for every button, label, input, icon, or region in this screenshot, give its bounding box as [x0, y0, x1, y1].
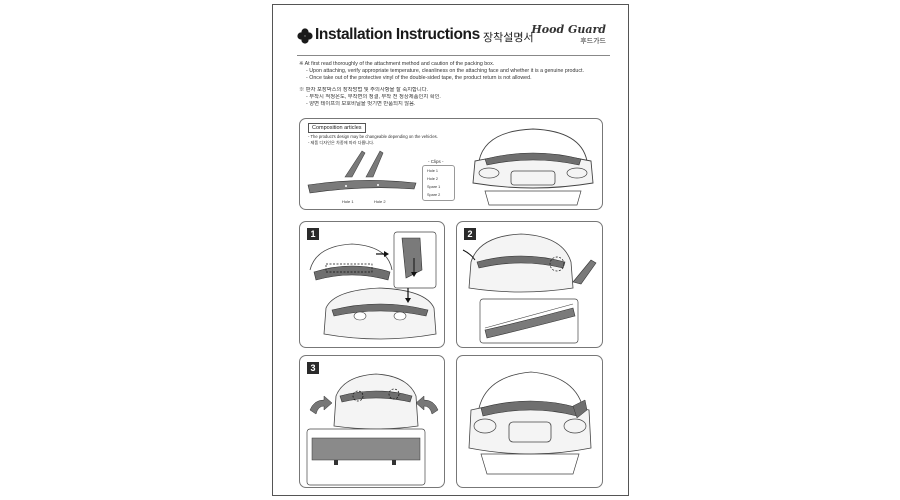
composition-panel: Composition articles - The product's des…: [299, 118, 603, 210]
note-ko-lead: ※ 판자 포장박스의 장착방법 및 주의사항을 잘 숙지합니다.: [299, 86, 429, 93]
step-number-badge: 3: [307, 362, 319, 374]
note-en-item: - Upon attaching, verify appropriate tem…: [306, 68, 584, 75]
step-3-car-illustration: [309, 373, 439, 430]
step-1-car-press-illustration: [323, 287, 437, 340]
final-result-panel: [456, 355, 603, 488]
page-title-korean: 장착설명서: [483, 32, 534, 44]
instruction-sheet: Installation Instructions 장착설명서 Hood Gua…: [272, 4, 629, 496]
brand-logo: Hood Guard: [531, 23, 606, 36]
final-car-illustration: [468, 371, 592, 475]
note-ko-item: - 부착시 적정온도, 부착면의 청결, 부착 전 정상제품인지 확인.: [306, 93, 441, 100]
step-number-badge: 2: [464, 228, 476, 240]
step-1-clip-detail-illustration: [393, 231, 437, 289]
hole-label: Hole 2: [374, 199, 386, 204]
clip-item: Hole 1: [427, 169, 438, 173]
step-1-panel: 1: [299, 221, 445, 348]
step-2-side-guard-illustration: [572, 259, 597, 285]
step-1-hood-clips-illustration: [309, 243, 393, 281]
clover-icon: [297, 28, 313, 44]
step-2-detail-illustration: [479, 298, 579, 344]
note-en-item: - Once take out of the protective vinyl …: [306, 75, 532, 82]
header: Installation Instructions 장착설명서 Hood Gua…: [297, 23, 610, 51]
side-guard-parts-illustration: [344, 150, 384, 178]
header-divider: [297, 55, 610, 56]
brand-logo-korean: 후드가드: [580, 38, 606, 45]
step-2-car-illustration: [462, 233, 574, 293]
step-3-detail-illustration: [306, 428, 426, 486]
note-ko-item: - 양면 테이프의 보호비닐을 벗기면 반품되지 않음.: [306, 101, 416, 108]
note-en-lead: ※ At first read thoroughly of the attach…: [299, 61, 495, 67]
car-front-with-guard-illustration: [472, 128, 594, 206]
clip-item: Spare 2: [427, 193, 441, 197]
composition-label: Composition articles: [308, 123, 366, 133]
clip-item: Spare 1: [427, 185, 441, 189]
page-title: Installation Instructions: [315, 26, 480, 43]
clips-list: Hole 1 Hole 2 Spare 1 Spare 2: [422, 165, 455, 201]
step-number-badge: 1: [307, 228, 319, 240]
hood-guard-part-illustration: [307, 180, 417, 194]
clips-title: - Clips -: [428, 159, 444, 164]
composition-note: - The product's design may be changeable…: [308, 134, 438, 145]
caution-notes: ※ At first read thoroughly of the attach…: [299, 61, 608, 108]
step-2-panel: 2: [456, 221, 603, 348]
clip-item: Hole 2: [427, 177, 438, 181]
hole-label: Hole 1: [342, 199, 354, 204]
step-3-panel: 3: [299, 355, 445, 488]
